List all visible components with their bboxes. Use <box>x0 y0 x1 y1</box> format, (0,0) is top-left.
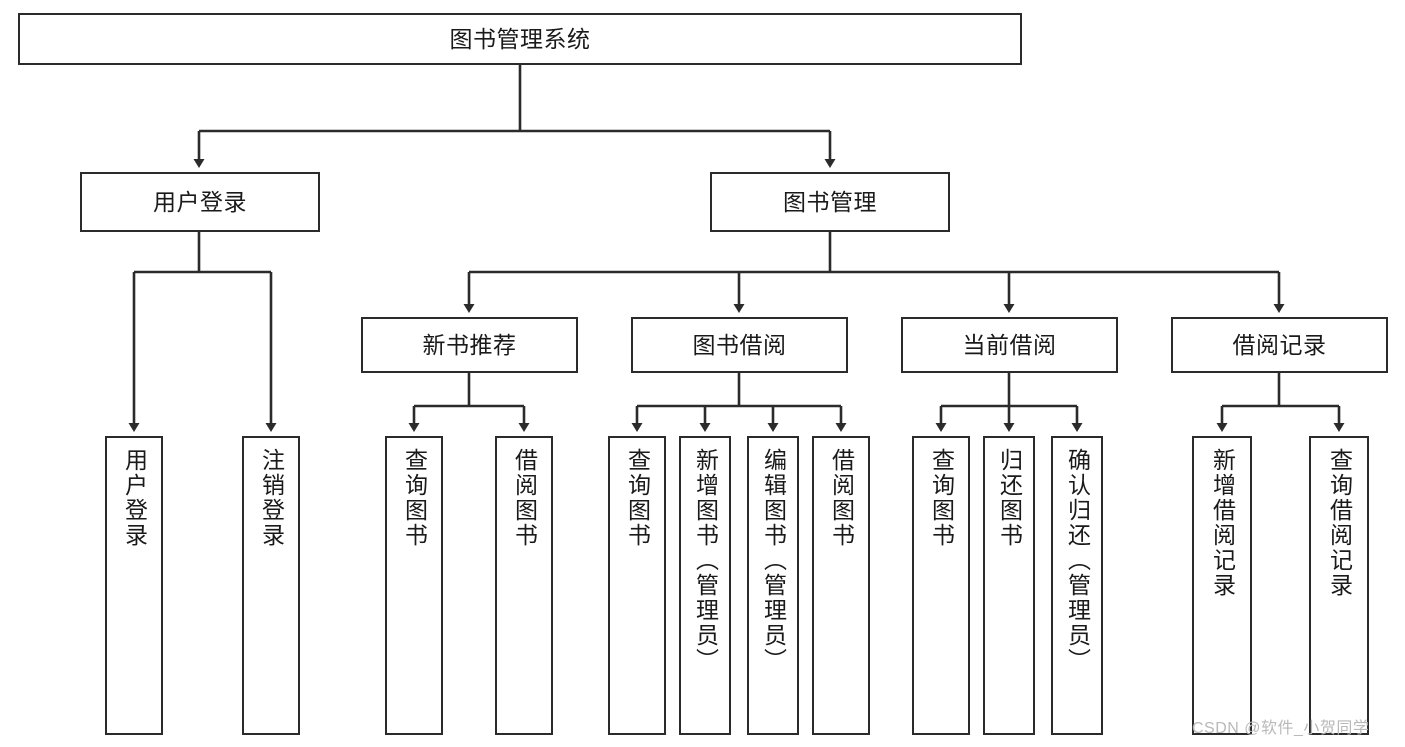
node-label: 图书借阅 <box>692 331 787 358</box>
node-label: 用户登录 <box>153 188 247 215</box>
node-label: 借阅图书 <box>511 448 538 548</box>
node-leaf-query-book-3[interactable]: 查询图书 <box>912 436 970 735</box>
node-leaf-add-book[interactable]: 新增图书（管理员） <box>679 436 731 735</box>
node-label: 借阅图书 <box>828 448 855 548</box>
node-label: 当前借阅 <box>962 331 1057 358</box>
node-label: 新书推荐 <box>422 331 517 358</box>
node-current-borrow[interactable]: 当前借阅 <box>901 317 1118 373</box>
node-label: 用户登录 <box>121 448 148 548</box>
node-book-borrow[interactable]: 图书借阅 <box>631 317 848 373</box>
node-borrow-record[interactable]: 借阅记录 <box>1171 317 1388 373</box>
node-label: 归还图书 <box>996 448 1023 548</box>
node-label: 查询图书 <box>401 448 428 548</box>
node-label: 确认归还（管理员） <box>1064 448 1091 673</box>
node-label: 注销登录 <box>258 448 285 548</box>
node-leaf-borrow-book-2[interactable]: 借阅图书 <box>812 436 870 735</box>
node-label: 新增借阅记录 <box>1209 448 1236 598</box>
node-label: 查询借阅记录 <box>1326 448 1353 598</box>
node-leaf-query-book-1[interactable]: 查询图书 <box>385 436 443 735</box>
node-leaf-user-login[interactable]: 用户登录 <box>105 436 163 735</box>
node-label: 查询图书 <box>928 448 955 548</box>
node-leaf-return-book[interactable]: 归还图书 <box>983 436 1035 735</box>
node-label: 查询图书 <box>624 448 651 548</box>
node-label: 图书管理 <box>783 188 877 215</box>
node-label: 图书管理系统 <box>449 25 591 52</box>
node-leaf-borrow-book-1[interactable]: 借阅图书 <box>495 436 553 735</box>
node-leaf-edit-book[interactable]: 编辑图书（管理员） <box>747 436 799 735</box>
node-label: 借阅记录 <box>1232 331 1327 358</box>
node-leaf-query-book-2[interactable]: 查询图书 <box>608 436 666 735</box>
node-book-manage[interactable]: 图书管理 <box>710 172 950 232</box>
node-leaf-add-record[interactable]: 新增借阅记录 <box>1192 436 1252 735</box>
node-leaf-query-record[interactable]: 查询借阅记录 <box>1309 436 1369 735</box>
node-root-system[interactable]: 图书管理系统 <box>18 13 1022 65</box>
node-new-book-recommend[interactable]: 新书推荐 <box>361 317 578 373</box>
node-user-login[interactable]: 用户登录 <box>80 172 320 232</box>
node-leaf-confirm-return[interactable]: 确认归还（管理员） <box>1051 436 1103 735</box>
node-label: 新增图书（管理员） <box>692 448 719 673</box>
node-label: 编辑图书（管理员） <box>760 448 787 673</box>
node-leaf-user-logout[interactable]: 注销登录 <box>242 436 300 735</box>
